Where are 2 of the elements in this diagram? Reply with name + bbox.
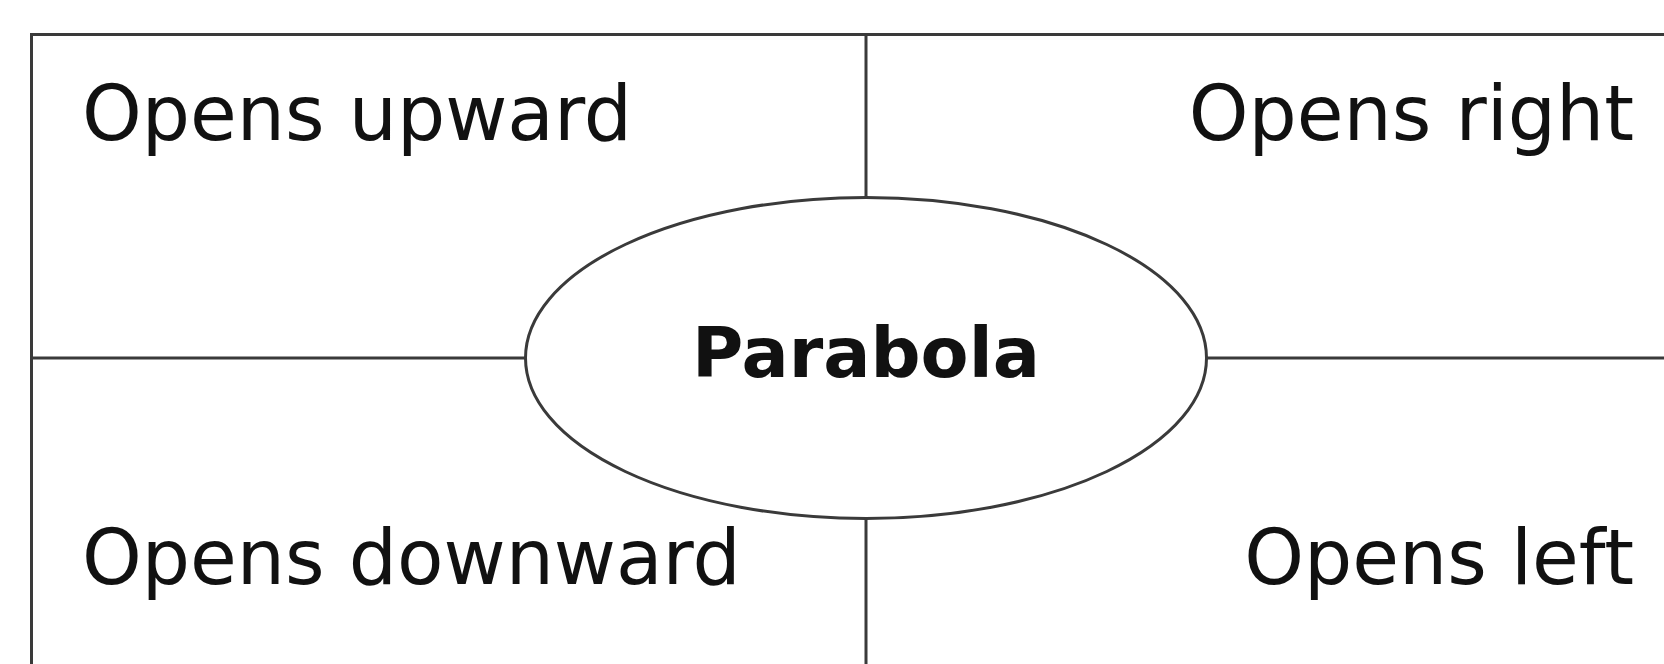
ellipse-node xyxy=(524,196,1208,520)
node-label: Parabola xyxy=(691,318,1041,388)
